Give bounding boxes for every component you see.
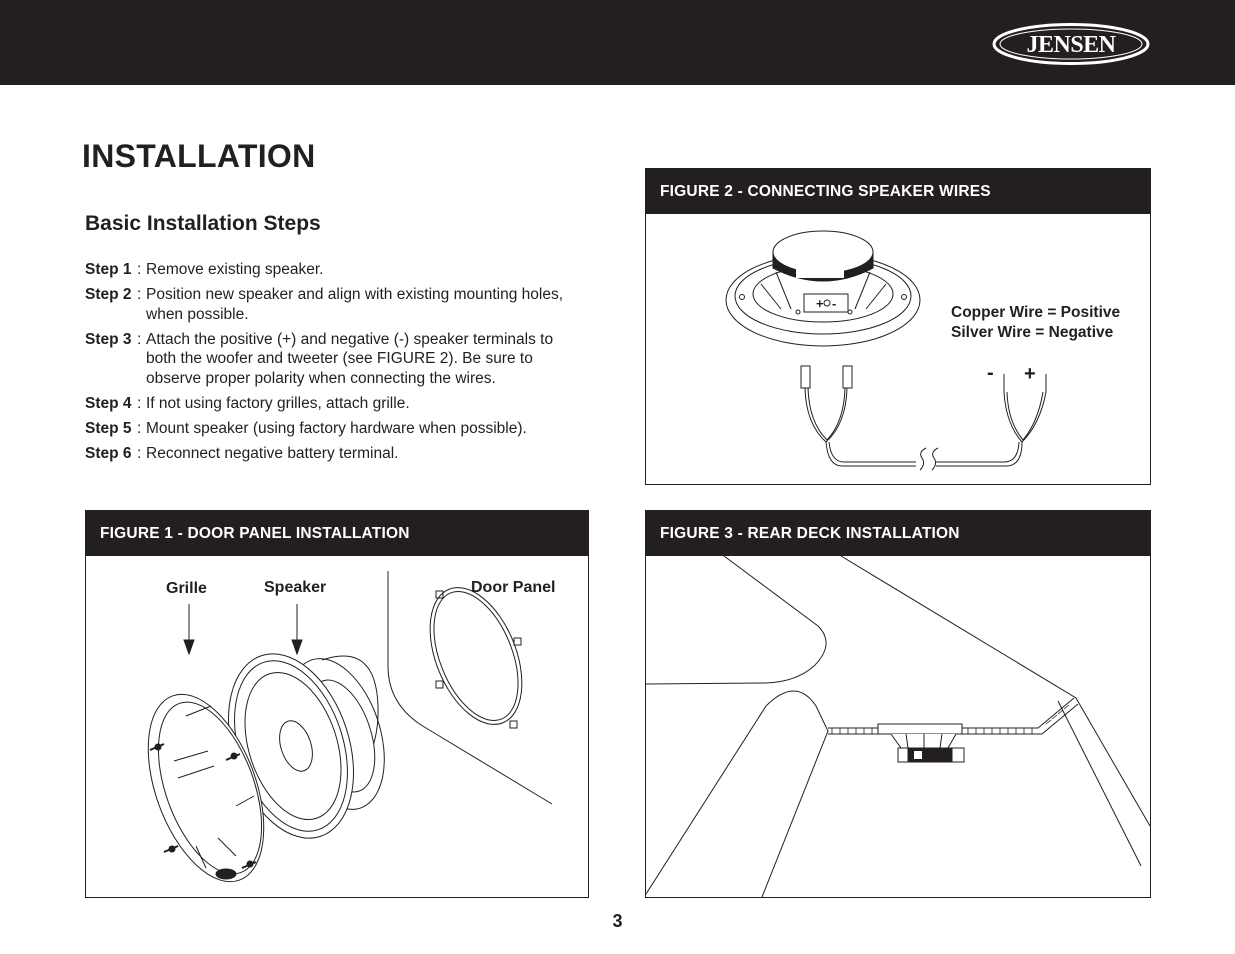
figure-3-title: FIGURE 3 - REAR DECK INSTALLATION xyxy=(646,511,1150,556)
silver-wire-note: Silver Wire = Negative xyxy=(951,323,1114,341)
step-item: Step 1: Remove existing speaker. xyxy=(85,261,324,278)
terminal-positive-label: + xyxy=(1024,363,1036,385)
header-bar: JENSEN xyxy=(0,0,1235,85)
grille-label: Grille xyxy=(166,580,207,597)
installation-steps: Step 1: Remove existing speaker. Step 2:… xyxy=(85,260,585,469)
svg-text:+: + xyxy=(816,296,824,311)
figure-2-title: FIGURE 2 - CONNECTING SPEAKER WIRES xyxy=(646,169,1150,214)
door-panel-illustration xyxy=(147,571,553,883)
step-text: Reconnect negative battery terminal. xyxy=(146,444,399,462)
speaker-wiring-illustration: + - xyxy=(725,230,1047,471)
figure-1-door-panel-installation: FIGURE 1 - DOOR PANEL INSTALLATION xyxy=(85,510,589,898)
section-title: Basic Installation Steps xyxy=(85,212,321,235)
figure-3-rear-deck-installation: FIGURE 3 - REAR DECK INSTALLATION xyxy=(645,510,1151,898)
page-title: INSTALLATION xyxy=(82,138,316,174)
wire-color-legend: Copper Wire = Positive Silver Wire = Neg… xyxy=(951,303,1120,342)
logo-text: JENSEN xyxy=(1026,32,1116,58)
page-number: 3 xyxy=(612,911,623,931)
step-text: If not using factory grilles, attach gri… xyxy=(146,394,410,412)
step-text: Position new speaker and align with exis… xyxy=(146,286,564,323)
step-text: Mount speaker (using factory hardware wh… xyxy=(146,419,527,437)
step-item: Step 2: Position new speaker and align w… xyxy=(85,286,564,323)
step-item: Step 3: Attach the positive (+) and nega… xyxy=(85,330,554,387)
speaker-label: Speaker xyxy=(264,579,327,596)
terminal-negative-label: - xyxy=(987,362,994,384)
copper-wire-note: Copper Wire = Positive xyxy=(951,304,1121,321)
step-label: Step 6 xyxy=(85,444,132,462)
figure-1-title: FIGURE 1 - DOOR PANEL INSTALLATION xyxy=(86,511,588,556)
step-label: Step 5 xyxy=(85,419,132,437)
step-label: Step 2 xyxy=(85,286,132,303)
jensen-logo: JENSEN xyxy=(992,23,1150,65)
step-text: Remove existing speaker. xyxy=(146,261,324,278)
figure-2-connecting-speaker-wires: FIGURE 2 - CONNECTING SPEAKER WIRES + xyxy=(645,168,1151,485)
step-text: Attach the positive (+) and negative (-)… xyxy=(146,330,554,387)
svg-text:-: - xyxy=(832,296,836,311)
step-label: Step 4 xyxy=(85,394,132,412)
rear-deck-illustration xyxy=(646,556,1150,897)
door-panel-label: Door Panel xyxy=(471,579,556,596)
step-item: Step 5: Mount speaker (using factory har… xyxy=(85,419,527,437)
step-item: Step 4: If not using factory grilles, at… xyxy=(85,394,410,412)
step-label: Step 3 xyxy=(85,330,132,348)
step-label: Step 1 xyxy=(85,261,132,278)
step-item: Step 6: Reconnect negative battery termi… xyxy=(85,444,399,462)
